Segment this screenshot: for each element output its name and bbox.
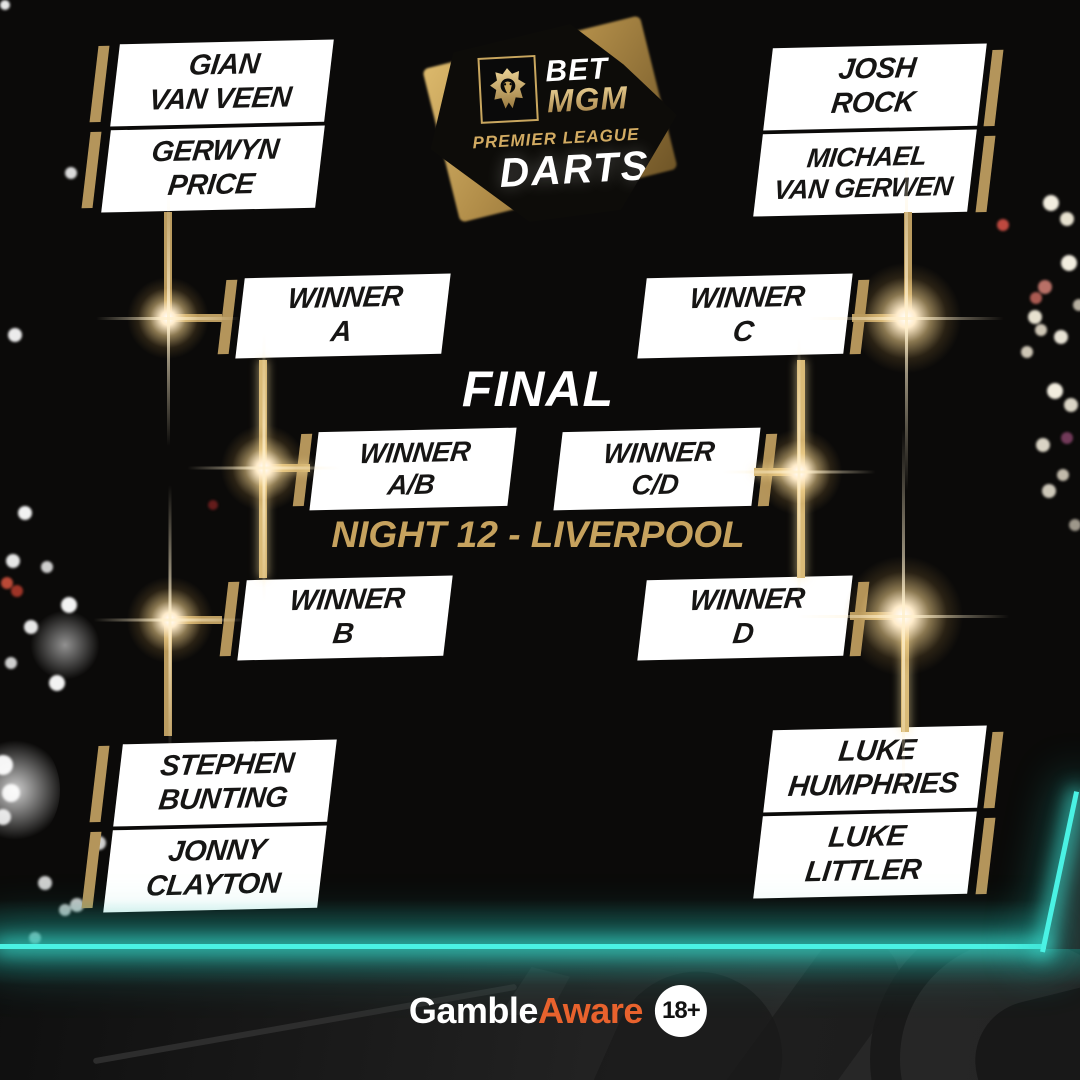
teal-neon-line — [0, 944, 1046, 949]
player-name-line: JOSH — [836, 52, 918, 87]
bottom-strip — [0, 949, 1080, 1080]
winner-label-line: A — [328, 315, 354, 349]
player-gerwyn-price: GERWYN PRICE — [101, 125, 325, 213]
gold-bar — [975, 135, 996, 213]
final-heading: FINAL — [461, 361, 615, 417]
winner-label-line: WINNER — [287, 582, 407, 618]
player-josh-rock: JOSH ROCK — [763, 43, 987, 131]
gold-bar — [983, 731, 1004, 809]
player-name-line: LITTLER — [803, 853, 923, 889]
finalist-label-line: WINNER — [601, 435, 717, 469]
sparkles-right-red — [0, 0, 10, 10]
gold-bar — [219, 581, 240, 657]
aware-text: Aware — [537, 990, 643, 1031]
logo-mgm-text: MGM — [545, 79, 629, 120]
finalist-label-line: C/D — [629, 468, 681, 501]
teal-glow-haze — [0, 900, 1080, 944]
winner-b-box: WINNER B — [237, 575, 453, 661]
gold-bar — [89, 45, 110, 123]
sparkles-left — [0, 0, 10, 10]
player-gian-van-veen: GIAN VAN VEEN — [110, 39, 334, 127]
connector-line — [901, 614, 909, 732]
player-michael-van-gerwen: MICHAEL VAN GERWEN — [753, 129, 977, 217]
teal-glow-haze — [0, 949, 1080, 985]
player-name-line: MICHAEL — [805, 140, 929, 174]
winner-label-line: WINNER — [687, 280, 807, 316]
winner-label-line: C — [730, 315, 756, 349]
finalist-label-line: WINNER — [357, 435, 473, 469]
age-18-text: 18+ — [661, 997, 701, 1024]
gamble-aware-logo: GambleAware 18+ — [409, 985, 707, 1037]
player-name-line: LUKE — [826, 820, 908, 855]
gold-bar — [975, 817, 996, 895]
gold-bar — [81, 831, 102, 909]
connector-line — [262, 464, 310, 472]
player-name-line: GIAN — [186, 48, 262, 83]
player-name-line: PRICE — [166, 168, 257, 203]
player-stephen-bunting: STEPHEN BUNTING — [113, 739, 337, 827]
player-name-line: GERWYN — [149, 133, 281, 169]
finalist-label-line: A/B — [385, 468, 437, 501]
connector-line — [754, 468, 802, 476]
finalist-cd-box: WINNER C/D — [553, 427, 761, 511]
player-name-line: CLAYTON — [144, 867, 282, 903]
edge-glow-left — [0, 735, 60, 845]
betmgm-premier-league-darts-logo: BET MGM PREMIER LEAGUE DARTS — [422, 15, 682, 223]
player-name-line: ROCK — [829, 86, 917, 121]
winner-d-box: WINNER D — [637, 575, 853, 661]
night-venue-label: NIGHT 12 - LIVERPOOL — [331, 514, 745, 555]
player-name-line: JONNY — [166, 834, 268, 869]
player-name-line: VAN GERWEN — [772, 170, 955, 206]
winner-label-line: WINNER — [687, 582, 807, 618]
connector-line — [850, 612, 908, 620]
gamble-aware-text: GambleAware — [409, 990, 643, 1032]
player-name-line: LUKE — [836, 734, 918, 769]
edge-glow-left-2 — [30, 610, 100, 680]
connector-line — [164, 620, 172, 736]
player-name-line: BUNTING — [156, 781, 290, 817]
gold-bar — [81, 131, 102, 209]
gamble-text: Gamble — [408, 990, 539, 1031]
player-luke-littler: LUKE LITTLER — [753, 811, 977, 899]
player-name-line: HUMPHRIES — [786, 767, 960, 804]
connector-line — [904, 212, 912, 322]
connector-line — [164, 616, 222, 624]
winner-label-line: B — [330, 617, 356, 651]
winner-c-box: WINNER C — [637, 273, 853, 359]
age-18-badge: 18+ — [654, 985, 707, 1037]
winner-label-line: D — [730, 617, 756, 651]
finalist-ab-box: WINNER A/B — [309, 427, 517, 511]
winner-a-box: WINNER A — [235, 273, 451, 359]
betmgm-lion-icon — [477, 54, 539, 124]
connector-line — [852, 314, 910, 322]
winner-label-line: WINNER — [285, 280, 405, 316]
player-name-line: STEPHEN — [158, 747, 296, 783]
gold-bar — [983, 49, 1004, 127]
connector-line — [164, 314, 222, 322]
logo-darts-text: DARTS — [498, 142, 651, 196]
connector-line — [164, 212, 172, 322]
gold-bar — [89, 745, 110, 823]
player-luke-humphries: LUKE HUMPHRIES — [763, 725, 987, 813]
player-name-line: VAN VEEN — [147, 81, 294, 117]
